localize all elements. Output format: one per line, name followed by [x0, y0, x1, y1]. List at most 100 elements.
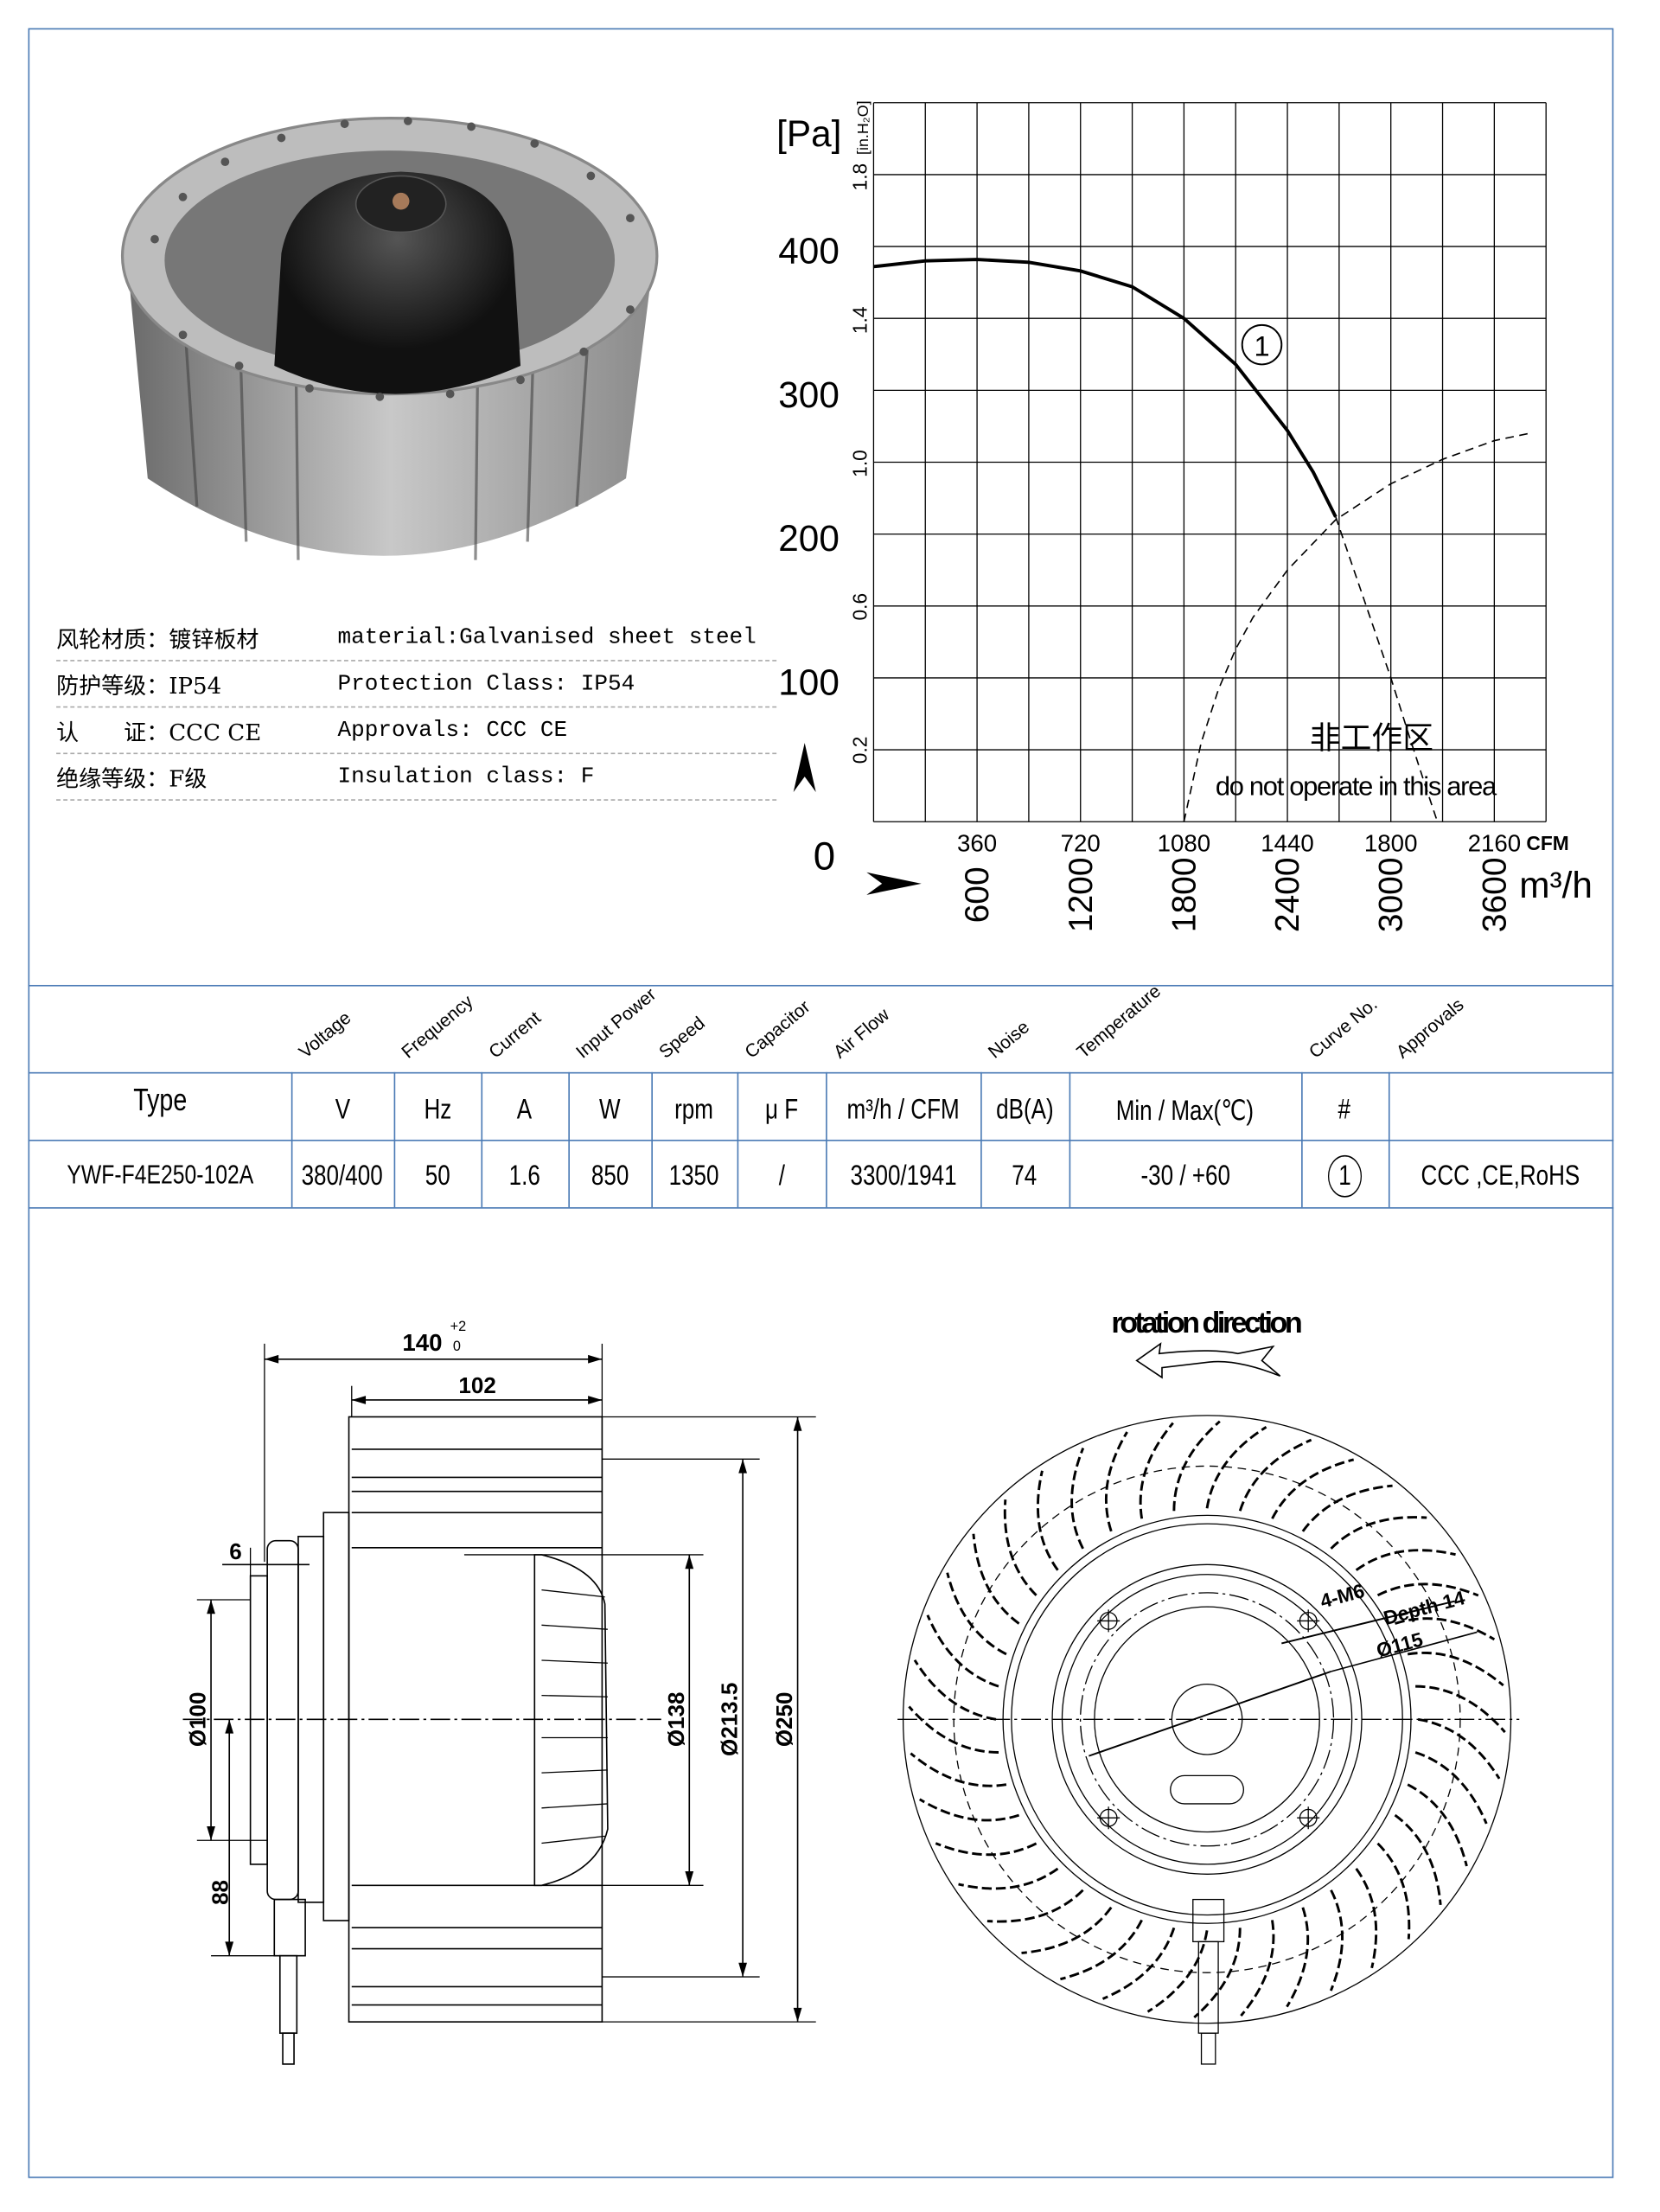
blade-line [1330, 1516, 1427, 1550]
blade-line [1329, 1889, 1344, 1991]
column-divider [393, 1071, 396, 1208]
x-tick-m3h: 1200 [1063, 857, 1100, 932]
unit-cell [1389, 1077, 1613, 1144]
x-tick-cfm: 720 [1061, 829, 1101, 856]
x-tick-m3h: 600 [959, 866, 996, 923]
column-divider [1388, 1071, 1390, 1208]
column-divider [290, 1071, 293, 1208]
x-tick-cfm: 1440 [1261, 829, 1314, 856]
rotation-direction-label: rotation direction [1111, 1307, 1302, 1339]
blade-line [1407, 1651, 1504, 1687]
spec-cn: 绝缘等级：F级 [56, 764, 208, 792]
x-tick-m3h: 3000 [1373, 857, 1410, 932]
blade-line [1376, 1582, 1479, 1597]
column-divider [980, 1071, 982, 1208]
spec-cn: 风轮材质：镀锌板材 [56, 625, 259, 653]
blade-line [1271, 1458, 1355, 1519]
data-cell: 1.6 [508, 1160, 541, 1192]
x-axis-arrow-icon [866, 872, 922, 895]
data-cell: CCC ,CE,RoHS [1421, 1160, 1580, 1192]
blade-line [908, 1705, 999, 1754]
y-tick-pa: 200 [778, 518, 840, 559]
unit-cell: rpm [674, 1094, 714, 1125]
blade-line [1394, 1813, 1442, 1905]
dashed-curve-line [1335, 516, 1439, 822]
data-cell: YWF-F4E250-102A [66, 1160, 253, 1191]
y-tick-pa: 0 [814, 834, 835, 879]
unit-cell: μ F [764, 1094, 798, 1125]
blade-line [1395, 1617, 1496, 1641]
rotation-arrow-icon [1135, 1342, 1281, 1379]
unit-cell: V [335, 1094, 350, 1125]
front-view-drawing: rotation direction 4-M6 Depth 14 Ø115 [897, 1307, 1520, 2065]
type-header: Type [132, 1082, 187, 1117]
curve-number-label: 1 [1254, 331, 1269, 362]
fan-curve-line [873, 258, 1338, 518]
unit-cell: Min / Max(℃) [1116, 1095, 1255, 1127]
data-cell: 3300/1941 [850, 1160, 957, 1192]
blade-line [946, 1572, 1007, 1656]
spec-en: Approvals: CCC CE [337, 717, 568, 743]
spec-insulation: 绝缘等级：F级 Insulation class: F [56, 752, 777, 801]
blade-line [1101, 1927, 1176, 2000]
divider [28, 1207, 1614, 1209]
spec-material: 风轮材质：镀锌板材 material:Galvanised sheet steel [56, 613, 777, 662]
spec-en: Insulation class: F [337, 763, 595, 789]
column-divider [481, 1071, 483, 1208]
x-unit-m3h: m³/h [1519, 865, 1593, 905]
dim-140: 140 [402, 1329, 442, 1356]
y-tick-pa: 400 [778, 231, 840, 272]
blade-line [1415, 1685, 1506, 1734]
unit-cell: dB(A) [996, 1094, 1054, 1125]
spec-cn: 防护等级：IP54 [56, 671, 222, 699]
column-divider [1301, 1071, 1303, 1208]
blade-line [1355, 1868, 1378, 1969]
column-divider [1069, 1071, 1071, 1208]
divider [28, 1139, 1614, 1141]
unit-cell: A [517, 1094, 533, 1125]
blade-line [986, 1889, 1084, 1923]
data-cell: 380/400 [302, 1160, 384, 1192]
dim-213-5: Ø213.5 [717, 1683, 743, 1756]
x-tick-m3h: 1800 [1165, 857, 1203, 932]
data-cell: 850 [591, 1160, 629, 1192]
y-tick-inh2o: 1.0 [848, 450, 871, 477]
blade-line [1407, 1783, 1468, 1867]
curve-number-badge [1241, 323, 1283, 366]
dim-250: Ø250 [771, 1691, 797, 1747]
blade-line [1417, 1717, 1501, 1780]
page-frame [28, 28, 1614, 2178]
unit-cell: m³/h / CFM [846, 1094, 960, 1125]
blade-line [1139, 1422, 1174, 1519]
dim-138: Ø138 [663, 1691, 689, 1747]
column-divider [737, 1071, 739, 1208]
column-divider [568, 1071, 570, 1208]
x-tick-cfm: 2160 [1468, 829, 1522, 856]
blade-line [935, 1842, 1038, 1857]
data-cell: -30 / +60 [1140, 1160, 1230, 1192]
blade-line [1003, 1499, 1038, 1596]
dim-140-tol-upper: +2 [450, 1319, 467, 1334]
blade-line [1414, 1751, 1488, 1825]
spec-en: material:Galvanised sheet steel [337, 623, 757, 649]
blade-line [1021, 1906, 1113, 1954]
impeller-photo [120, 117, 659, 560]
y-axis-arrow-icon [793, 743, 816, 793]
y-unit-pa: [Pa] [776, 113, 841, 154]
blade-line [918, 1798, 1020, 1822]
unit-cell: W [599, 1094, 621, 1125]
blade-line [1036, 1470, 1059, 1571]
blade-line [1193, 1928, 1242, 2019]
blade-line [1104, 1431, 1128, 1532]
blade-line [913, 1659, 997, 1721]
x-tick-cfm: 1080 [1158, 829, 1211, 856]
divider [28, 1071, 1614, 1074]
no-operate-en: do not operate in this area [1216, 770, 1497, 801]
y-tick-inh2o: 0.6 [848, 593, 871, 621]
x-tick-cfm: 360 [957, 829, 997, 856]
x-tick-cfm: 1800 [1364, 829, 1418, 856]
